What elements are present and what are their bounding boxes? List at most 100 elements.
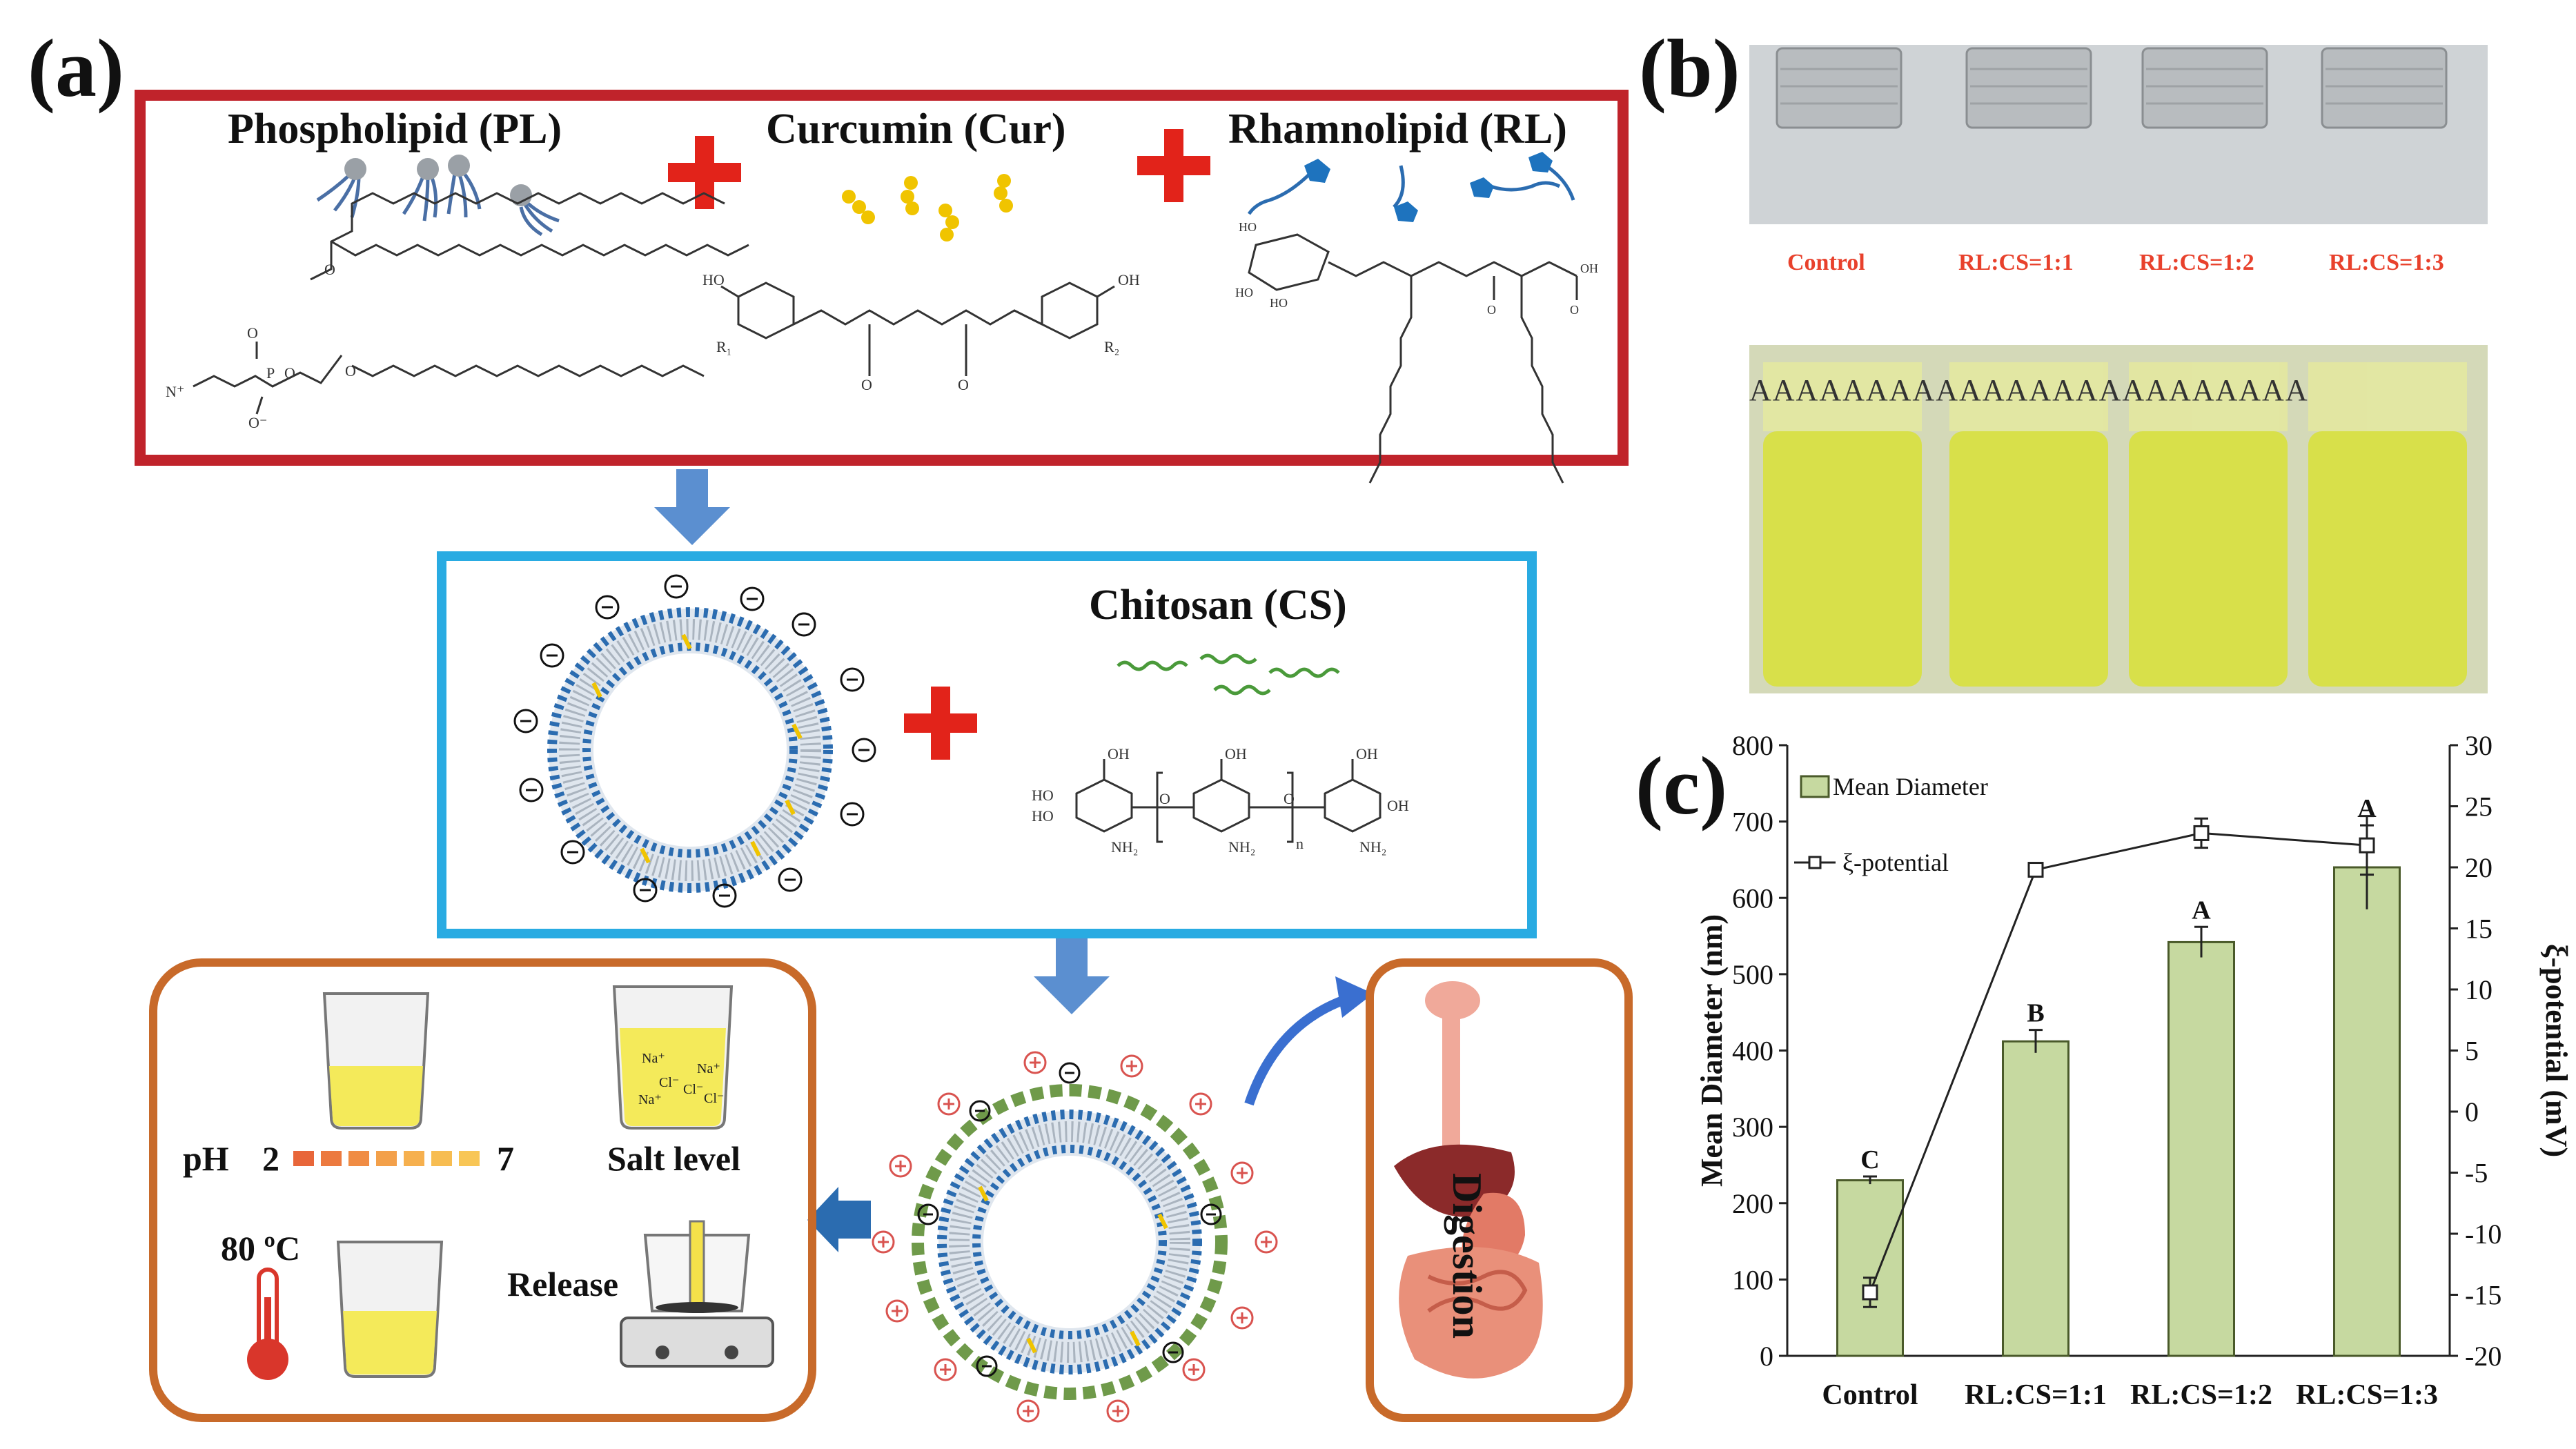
plus-icon-2	[1137, 129, 1210, 202]
svg-text:Na⁺: Na⁺	[638, 1092, 662, 1107]
legend-swatch-bar	[1800, 775, 1830, 798]
y-tick-label: 400	[1732, 1036, 1773, 1067]
svg-text:HO: HO	[1032, 807, 1054, 825]
svg-text:NH₂: NH₂	[1359, 838, 1386, 856]
bar-1	[2002, 1040, 2069, 1357]
svg-text:OH: OH	[1356, 745, 1378, 762]
y-tick-label: 600	[1732, 883, 1773, 914]
svg-text:HO: HO	[1239, 220, 1257, 234]
panel-b-letter: (b)	[1639, 22, 1740, 114]
temperature-label: 80 ºC	[221, 1229, 301, 1268]
y-tick-label: 0	[1760, 1341, 1773, 1372]
diameter-potential-chart: 0100200300400500600700800-20-15-10-50510…	[1695, 730, 2573, 1411]
bar-3	[2333, 866, 2401, 1357]
vial-label-rl-cs-1-3: RL:CS=1:3	[2329, 250, 2444, 275]
digestion-label: Digestion	[1444, 1173, 1490, 1339]
y2-tick-label: 15	[2465, 914, 2493, 945]
stability-box	[149, 958, 816, 1422]
svg-text:Cl⁻: Cl⁻	[659, 1075, 679, 1090]
svg-text:O: O	[324, 261, 335, 278]
x-tick-label: RL:CS=1:3	[2296, 1379, 2438, 1411]
svg-text:R₂: R₂	[1104, 338, 1119, 355]
svg-text:O: O	[861, 376, 872, 393]
svg-text:OH: OH	[1118, 271, 1140, 288]
legend-label-bar: Mean Diameter	[1833, 773, 1988, 800]
svg-text:Na⁺: Na⁺	[697, 1061, 720, 1076]
svg-text:NH₂: NH₂	[1111, 838, 1138, 856]
svg-text:O: O	[1487, 303, 1496, 317]
y2-axis-label: ξ-potential (mV)	[2539, 944, 2573, 1157]
svg-text:NH₂: NH₂	[1228, 838, 1255, 856]
svg-text:O: O	[1159, 790, 1170, 807]
svg-text:Cl⁻: Cl⁻	[704, 1091, 724, 1106]
release-label: Release	[507, 1265, 619, 1303]
thermometer-icon	[247, 1268, 288, 1380]
x-tick-label: Control	[1822, 1379, 1918, 1411]
potential-point-0	[1862, 1284, 1878, 1301]
vial-label-rl-cs-1-1: RL:CS=1:1	[1958, 250, 2074, 275]
arrow-down-1	[654, 469, 730, 545]
release-apparatus-icon	[620, 1220, 774, 1368]
y2-tick-label: 10	[2465, 974, 2493, 1005]
svg-text:O: O	[345, 362, 356, 379]
svg-text:O: O	[958, 376, 969, 393]
ph-high-label: 7	[497, 1139, 514, 1178]
legend-swatch-marker	[1808, 856, 1822, 869]
svg-text:Cl⁻: Cl⁻	[683, 1082, 703, 1097]
svg-text:AAAAAAAAAAAAAAAAAAAAAAAA: AAAAAAAAAAAAAAAAAAAAAAAA	[1749, 373, 2309, 407]
ph-low-label: 2	[262, 1139, 279, 1178]
coated-liposome-graphic	[912, 1084, 1228, 1400]
svg-text:HO: HO	[1270, 296, 1288, 310]
cs-title: Chitosan (CS)	[1089, 582, 1347, 629]
digestive-system-icon	[1394, 981, 1543, 1379]
svg-text:HO: HO	[1032, 787, 1054, 804]
vial-liquids	[1763, 431, 2467, 687]
panel-a-letter: (a)	[28, 22, 124, 114]
rhamnolipid-structure	[1248, 233, 1578, 484]
y-tick-label: 200	[1732, 1188, 1773, 1219]
y2-tick-label: 0	[2465, 1096, 2479, 1127]
y-tick-label: 700	[1732, 807, 1773, 838]
panel-c-letter: (c)	[1635, 740, 1728, 831]
svg-text:O: O	[247, 324, 258, 342]
potential-point-1	[2027, 862, 2044, 878]
pl-title: Phospholipid (PL)	[228, 106, 562, 152]
vial-label-rl-cs-1-2: RL:CS=1:2	[2139, 250, 2254, 275]
arrow-left	[807, 1187, 871, 1252]
svg-text:HO: HO	[702, 271, 725, 288]
digestion-box	[1366, 958, 1633, 1422]
y2-tick-label: 30	[2465, 730, 2493, 761]
potential-point-3	[2359, 837, 2375, 854]
liposome-graphic	[547, 607, 833, 893]
svg-text:O: O	[1284, 790, 1295, 807]
vial-label-control: Control	[1787, 250, 1865, 275]
beaker-icon-salt	[612, 985, 734, 1130]
svg-text:O: O	[284, 364, 295, 382]
positive-charges	[872, 1051, 1278, 1423]
beaker-icon-heat	[336, 1241, 444, 1378]
y2-tick-label: -10	[2465, 1219, 2501, 1250]
y-tick-label: 100	[1732, 1264, 1773, 1295]
arrow-curved-digestion	[1244, 992, 1355, 1106]
phospholipid-structure	[193, 192, 749, 415]
x-tick-label: RL:CS=1:2	[2130, 1379, 2272, 1411]
y-tick-label: 500	[1732, 959, 1773, 990]
bar-letter-2: A	[2192, 896, 2211, 925]
negative-charges	[513, 574, 876, 908]
y2-tick-label: -5	[2465, 1158, 2488, 1189]
svg-text:O: O	[1570, 303, 1579, 317]
svg-text:OH: OH	[1580, 262, 1598, 275]
svg-text:OH: OH	[1108, 745, 1130, 762]
y-tick-label: 800	[1732, 730, 1773, 761]
svg-text:n: n	[1296, 835, 1304, 852]
ingredients-box	[135, 90, 1629, 466]
potential-line	[1869, 831, 2368, 1293]
plus-icon-1	[668, 136, 741, 209]
chitosan-chains	[1117, 653, 1340, 696]
chitosan-structure	[1075, 759, 1382, 843]
svg-text:O⁻: O⁻	[248, 414, 268, 431]
curcumin-icons	[842, 174, 1013, 241]
rl-title: Rhamnolipid (RL)	[1228, 106, 1567, 152]
svg-text:OH: OH	[1225, 745, 1247, 762]
svg-text:Na⁺: Na⁺	[642, 1051, 665, 1066]
